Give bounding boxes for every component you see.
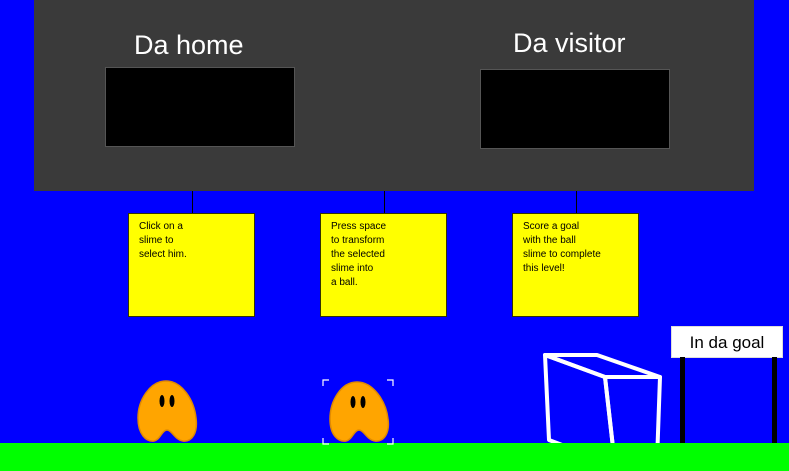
goal-sign-post-right	[772, 357, 777, 443]
slime-eye-left	[350, 396, 356, 408]
slime-body	[137, 380, 198, 442]
tutorial-note-select: Click on a slime to select him.	[128, 213, 255, 317]
visitor-score-display	[480, 69, 670, 149]
slime-character[interactable]	[132, 378, 202, 446]
note-hanger	[576, 191, 577, 213]
ground	[0, 443, 789, 471]
visitor-label: Da visitor	[513, 28, 626, 58]
goal-sign-post-left	[680, 357, 685, 443]
scoreboard: Da home Da visitor	[34, 0, 754, 191]
slime-eye-right	[360, 396, 366, 408]
home-label: Da home	[134, 30, 244, 60]
slime-eye-right	[169, 395, 175, 407]
goal-sign: In da goal	[671, 326, 783, 358]
selection-brackets	[322, 379, 394, 445]
slime-eye-left	[159, 395, 165, 407]
slime-body	[329, 381, 390, 442]
tutorial-note-transform: Press space to transform the selected sl…	[320, 213, 447, 317]
tutorial-note-goal: Score a goal with the ball slime to comp…	[512, 213, 639, 317]
slime-character-selected[interactable]	[321, 378, 395, 446]
home-score-display	[105, 67, 295, 147]
note-hanger	[192, 191, 193, 213]
note-hanger	[384, 191, 385, 213]
